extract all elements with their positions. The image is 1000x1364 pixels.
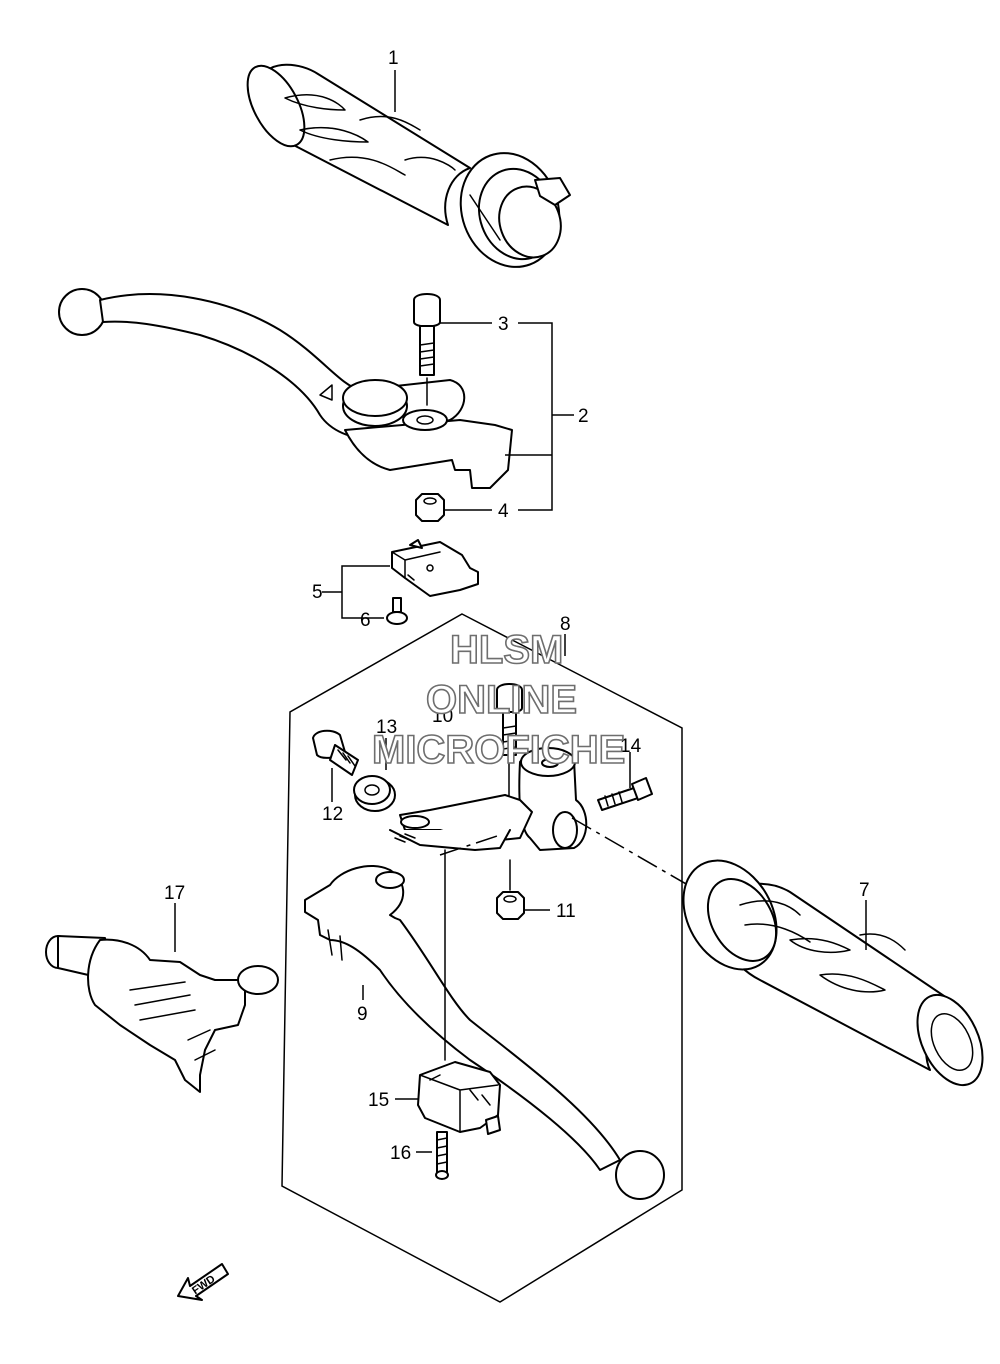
part-15-clutch-switch[interactable] (417, 1061, 501, 1135)
centerline-lever (439, 834, 501, 856)
part-9-clutch-lever[interactable] (304, 849, 665, 1200)
bracket-5 (322, 565, 390, 619)
part-16-screw[interactable] (435, 1131, 449, 1180)
callout-2: 2 (578, 406, 589, 427)
part-11-nut[interactable] (496, 859, 525, 920)
part-4-nut[interactable] (415, 493, 445, 522)
callout-13: 13 (376, 717, 397, 738)
part-7-grip-left[interactable] (665, 844, 996, 1096)
centerline-handlebar (571, 817, 701, 893)
callout-10: 10 (432, 706, 453, 727)
callout-3: 3 (498, 314, 509, 335)
part-3-pivot-bolt[interactable] (413, 293, 441, 406)
callout-16: 16 (390, 1143, 411, 1164)
watermark-line-2: ONLINE (426, 678, 577, 722)
callout-9: 9 (357, 1004, 368, 1025)
watermark-line-3: MICROFICHE (372, 728, 625, 772)
callout-15: 15 (368, 1090, 389, 1111)
part-2-brake-lever[interactable] (58, 288, 513, 489)
bracket-2 (505, 322, 574, 511)
callout-6: 6 (360, 610, 371, 631)
part-1-grip-right[interactable] (236, 57, 575, 281)
callout-12: 12 (322, 804, 343, 825)
callout-11: 11 (556, 901, 576, 922)
callout-4: 4 (498, 501, 509, 522)
callout-5: 5 (312, 582, 323, 603)
part-8-assembly-outline (281, 613, 683, 1303)
callout-1: 1 (388, 48, 399, 69)
part-5-switch[interactable] (391, 539, 479, 597)
callout-8: 8 (560, 614, 571, 635)
part-17-lever-cover[interactable] (45, 935, 279, 1093)
watermark-line-1: HLSM (450, 628, 563, 672)
callout-7: 7 (859, 880, 870, 901)
callout-17: 17 (164, 883, 185, 904)
watermark: HLSM ONLINE MICROFICHE (371, 627, 626, 773)
part-14-bolt[interactable] (597, 777, 653, 811)
part-13-washer[interactable] (353, 775, 396, 812)
part-12-adjuster-screw[interactable] (312, 729, 359, 776)
fwd-arrow-icon: FWD (177, 1263, 229, 1301)
part-6-screw[interactable] (386, 597, 408, 625)
part-10-pivot-bolt[interactable] (496, 683, 523, 801)
callout-14: 14 (620, 736, 642, 757)
lever-bracket[interactable] (389, 747, 588, 851)
